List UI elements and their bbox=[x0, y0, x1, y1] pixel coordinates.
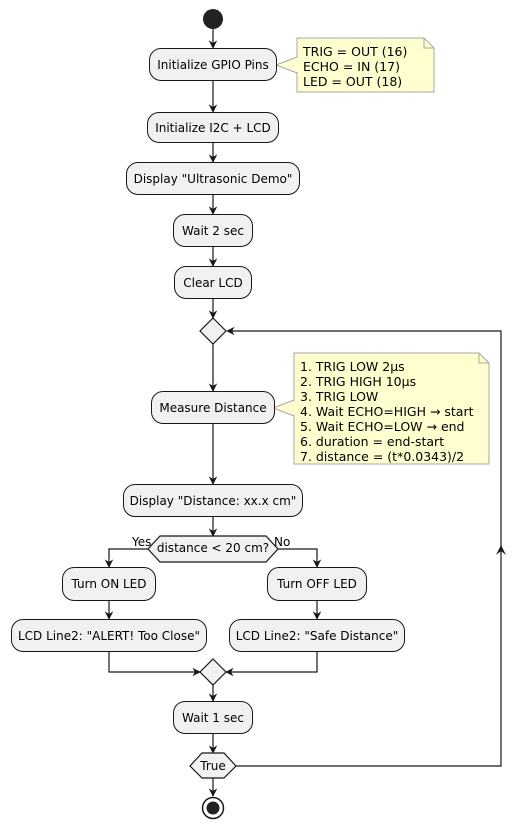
loop-merge-diamond bbox=[199, 317, 227, 345]
note-measure-line: 2. TRIG HIGH 10µs bbox=[300, 374, 417, 389]
repeat-condition: True bbox=[200, 759, 226, 773]
node-init-gpio: Initialize GPIO Pins bbox=[149, 48, 277, 81]
node-init-i2c: Initialize I2C + LCD bbox=[147, 112, 279, 143]
decision-condition: distance < 20 cm? bbox=[156, 541, 270, 555]
note-measure: 1. TRIG LOW 2µs 2. TRIG HIGH 10µs 3. TRI… bbox=[294, 355, 480, 468]
repeat-decision bbox=[189, 752, 237, 779]
branch-merge-diamond bbox=[199, 658, 227, 686]
note-measure-line: 5. Wait ECHO=LOW → end bbox=[300, 419, 465, 434]
node-turn-off-led: Turn OFF LED bbox=[267, 567, 367, 601]
note-measure-line: 4. Wait ECHO=HIGH → start bbox=[300, 404, 474, 419]
start-node bbox=[203, 9, 223, 29]
node-lcd-safe: LCD Line2: "Safe Distance" bbox=[229, 619, 405, 652]
yes-label: Yes bbox=[132, 535, 152, 549]
end-node bbox=[206, 801, 220, 815]
decision-shapes bbox=[147, 317, 279, 779]
node-turn-on-led: Turn ON LED bbox=[62, 567, 156, 601]
loop-arrowhead bbox=[496, 545, 506, 555]
note-measure-line: 1. TRIG LOW 2µs bbox=[300, 359, 405, 374]
note-measure-line: 6. duration = end-start bbox=[300, 434, 445, 449]
node-measure: Measure Distance bbox=[151, 391, 275, 424]
note-gpio-line: TRIG = OUT (16) bbox=[303, 44, 408, 59]
node-clear-lcd: Clear LCD bbox=[174, 266, 252, 299]
note-gpio: TRIG = OUT (16) ECHO = IN (17) LED = OUT… bbox=[297, 40, 413, 93]
note-measure-line: 7. distance = (t*0.0343)/2 bbox=[300, 449, 465, 464]
note-shapes bbox=[271, 37, 490, 465]
node-wait-1: Wait 1 sec bbox=[173, 701, 253, 734]
note-gpio-line: ECHO = IN (17) bbox=[303, 59, 400, 74]
node-wait-2: Wait 2 sec bbox=[173, 214, 253, 247]
distance-decision bbox=[147, 535, 279, 563]
note-measure-line: 3. TRIG LOW bbox=[300, 389, 379, 404]
node-display-demo: Display "Ultrasonic Demo" bbox=[126, 162, 300, 195]
node-lcd-alert: LCD Line2: "ALERT! Too Close" bbox=[11, 619, 207, 652]
no-label: No bbox=[274, 535, 291, 549]
node-display-distance: Display "Distance: xx.x cm" bbox=[123, 484, 303, 517]
note-gpio-line: LED = OUT (18) bbox=[303, 74, 403, 89]
